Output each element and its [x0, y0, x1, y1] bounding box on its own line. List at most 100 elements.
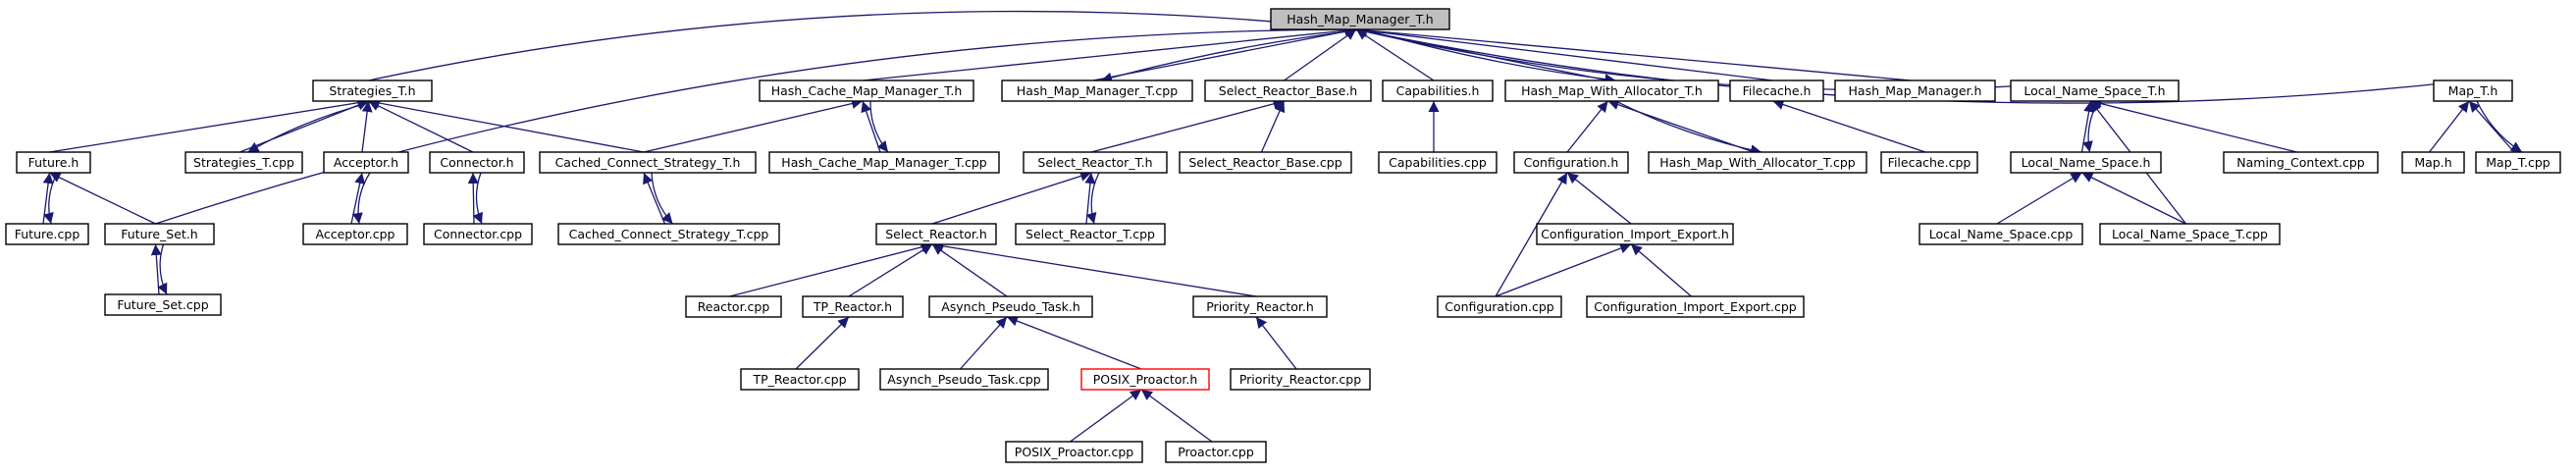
edge-priority-reactor-h-to-select-reactor-h: [931, 240, 1257, 297]
node-select-reactor-base-cpp[interactable]: Select_Reactor_Base.cpp: [1179, 151, 1352, 174]
node-label: Strategies_T.h: [329, 83, 415, 98]
node-priority-reactor-cpp[interactable]: Priority_Reactor.cpp: [1230, 368, 1371, 391]
node-label: Proactor.cpp: [1178, 445, 1254, 459]
edge-future-set-h-to-future-h: [49, 172, 156, 225]
node-label: Future.h: [28, 155, 79, 170]
node-box: [1015, 223, 1166, 245]
node-connector-cpp[interactable]: Connector.cpp: [423, 223, 533, 245]
node-tp-reactor-h[interactable]: TP_Reactor.h: [802, 295, 904, 318]
node-configuration-import-export-h[interactable]: Configuration_Import_Export.h: [1536, 223, 1734, 245]
edge-strategies-t-h-to-hash-map-manager-t-h: [368, 10, 1357, 81]
node-label: Naming_Context.cpp: [2236, 155, 2365, 170]
node-box: [879, 368, 1049, 391]
node-hash-map-manager-t-cpp[interactable]: Hash_Map_Manager_T.cpp: [1001, 79, 1193, 102]
node-box: [16, 151, 91, 174]
edge-strategies-t-h-to-strategies-t-cpp: [247, 100, 377, 153]
edge-tp-reactor-h-to-select-reactor-h: [848, 243, 933, 297]
node-box: [1648, 151, 1867, 174]
node-local-name-space-t-cpp[interactable]: Local_Name_Space_T.cpp: [2099, 223, 2281, 245]
node-local-name-space-t-h[interactable]: Local_Name_Space_T.h: [2010, 79, 2180, 102]
edge-local-name-space-t-cpp-to-local-name-space-h: [2081, 172, 2186, 225]
node-asynch-pseudo-task-cpp[interactable]: Asynch_Pseudo_Task.cpp: [879, 368, 1049, 391]
node-configuration-h[interactable]: Configuration.h: [1513, 151, 1629, 174]
node-label: Map_T.cpp: [2486, 155, 2550, 170]
node-box: [184, 151, 303, 174]
edge-select-reactor-h-to-select-reactor-t-h: [931, 171, 1092, 225]
node-box: [875, 223, 997, 245]
node-box: [759, 79, 974, 102]
node-naming-context-cpp[interactable]: Naming_Context.cpp: [2223, 151, 2379, 174]
node-local-name-space-cpp[interactable]: Local_Name_Space.cpp: [1919, 223, 2083, 245]
node-strategies-t-h[interactable]: Strategies_T.h: [312, 79, 433, 102]
node-select-reactor-base-h[interactable]: Select_Reactor_Base.h: [1204, 79, 1372, 102]
node-box: [429, 151, 525, 174]
node-future-cpp[interactable]: Future.cpp: [5, 223, 89, 245]
node-select-reactor-h[interactable]: Select_Reactor.h: [875, 223, 997, 245]
node-label: Reactor.cpp: [698, 299, 770, 314]
node-box: [928, 295, 1093, 318]
node-label: Filecache.h: [1743, 83, 1812, 98]
node-box: [740, 368, 860, 391]
node-cached-connect-strategy-t-cpp[interactable]: Cached_Connect_Strategy_T.cpp: [557, 223, 780, 245]
node-hash-map-with-allocator-t-cpp[interactable]: Hash_Map_With_Allocator_T.cpp: [1648, 151, 1867, 174]
node-label: Acceptor.cpp: [316, 227, 395, 241]
node-select-reactor-t-h[interactable]: Select_Reactor_T.h: [1023, 151, 1168, 174]
node-label: Acceptor.h: [334, 155, 398, 170]
node-capabilities-h[interactable]: Capabilities.h: [1382, 79, 1494, 102]
node-map-h[interactable]: Map.h: [2401, 151, 2465, 174]
edge-map-h-to-map-t-h: [2428, 100, 2470, 153]
node-label: Configuration_Import_Export.h: [1541, 227, 1729, 241]
node-strategies-t-cpp[interactable]: Strategies_T.cpp: [184, 151, 303, 174]
edge-posix-proactor-cpp-to-posix-proactor-h: [1070, 389, 1142, 443]
node-local-name-space-h[interactable]: Local_Name_Space.h: [2010, 151, 2162, 174]
node-future-set-h[interactable]: Future_Set.h: [104, 223, 215, 245]
node-box: [1536, 223, 1734, 245]
node-hash-cache-map-manager-t-h[interactable]: Hash_Cache_Map_Manager_T.h: [759, 79, 974, 102]
node-filecache-h[interactable]: Filecache.h: [1729, 79, 1824, 102]
edge-cached-connect-strategy-t-h-to-hash-cache-map-manager-t-h: [643, 98, 864, 153]
edge-select-reactor-t-h-to-select-reactor-base-h: [1090, 98, 1285, 153]
node-label: POSIX_Proactor.cpp: [1015, 445, 1133, 459]
node-acceptor-cpp[interactable]: Acceptor.cpp: [302, 223, 408, 245]
node-box: [5, 223, 89, 245]
node-hash-map-manager-h[interactable]: Hash_Map_Manager.h: [1834, 79, 1996, 102]
node-reactor-cpp[interactable]: Reactor.cpp: [685, 295, 782, 318]
node-future-set-cpp[interactable]: Future_Set.cpp: [104, 293, 222, 316]
node-box: [1165, 441, 1267, 463]
node-configuration-cpp[interactable]: Configuration.cpp: [1437, 295, 1562, 318]
node-asynch-pseudo-task-h[interactable]: Asynch_Pseudo_Task.h: [928, 295, 1093, 318]
node-box: [2010, 79, 2180, 102]
node-filecache-cpp[interactable]: Filecache.cpp: [1880, 151, 1978, 174]
edge-hash-map-manager-t-h-to-hash-map-with-allocator-t-h: [1363, 28, 1616, 85]
edge-map-t-h-to-map-t-cpp: [2476, 100, 2523, 153]
node-connector-h[interactable]: Connector.h: [429, 151, 525, 174]
node-label: Map_T.h: [2448, 83, 2498, 98]
edge-hash-cache-map-manager-t-h-to-hash-cache-map-manager-t-cpp: [869, 100, 889, 153]
node-hash-map-with-allocator-t-h[interactable]: Hash_Map_With_Allocator_T.h: [1504, 79, 1719, 102]
node-capabilities-cpp[interactable]: Capabilities.cpp: [1378, 151, 1498, 174]
node-cached-connect-strategy-t-h[interactable]: Cached_Connect_Strategy_T.h: [539, 151, 757, 174]
node-hash-map-manager-t-h[interactable]: Hash_Map_Manager_T.h: [1270, 8, 1450, 30]
node-proactor-cpp[interactable]: Proactor.cpp: [1165, 441, 1267, 463]
edge-posix-proactor-h-to-asynch-pseudo-task-h: [1006, 315, 1142, 370]
node-priority-reactor-h[interactable]: Priority_Reactor.h: [1192, 295, 1328, 318]
node-tp-reactor-cpp[interactable]: TP_Reactor.cpp: [740, 368, 860, 391]
node-configuration-import-export-cpp[interactable]: Configuration_Import_Export.cpp: [1586, 295, 1805, 318]
node-label: TP_Reactor.cpp: [752, 372, 846, 387]
node-label: Hash_Cache_Map_Manager_T.cpp: [781, 155, 986, 170]
node-label: Future.cpp: [15, 227, 80, 241]
node-posix-proactor-cpp[interactable]: POSIX_Proactor.cpp: [1005, 441, 1143, 463]
node-box: [1880, 151, 1978, 174]
node-hash-cache-map-manager-t-cpp[interactable]: Hash_Cache_Map_Manager_T.cpp: [768, 151, 1000, 174]
node-acceptor-h[interactable]: Acceptor.h: [323, 151, 409, 174]
node-box: [104, 223, 215, 245]
node-map-t-cpp[interactable]: Map_T.cpp: [2475, 151, 2561, 174]
node-map-t-h[interactable]: Map_T.h: [2433, 79, 2513, 102]
node-posix-proactor-h[interactable]: POSIX_Proactor.h: [1080, 368, 1210, 391]
node-label: Hash_Map_Manager.h: [1849, 83, 1982, 98]
node-select-reactor-t-cpp[interactable]: Select_Reactor_T.cpp: [1015, 223, 1166, 245]
edge-future-set-h-to-future-set-cpp: [157, 243, 168, 295]
node-box: [2401, 151, 2465, 174]
node-future-h[interactable]: Future.h: [16, 151, 91, 174]
node-label: Asynch_Pseudo_Task.cpp: [887, 372, 1040, 387]
